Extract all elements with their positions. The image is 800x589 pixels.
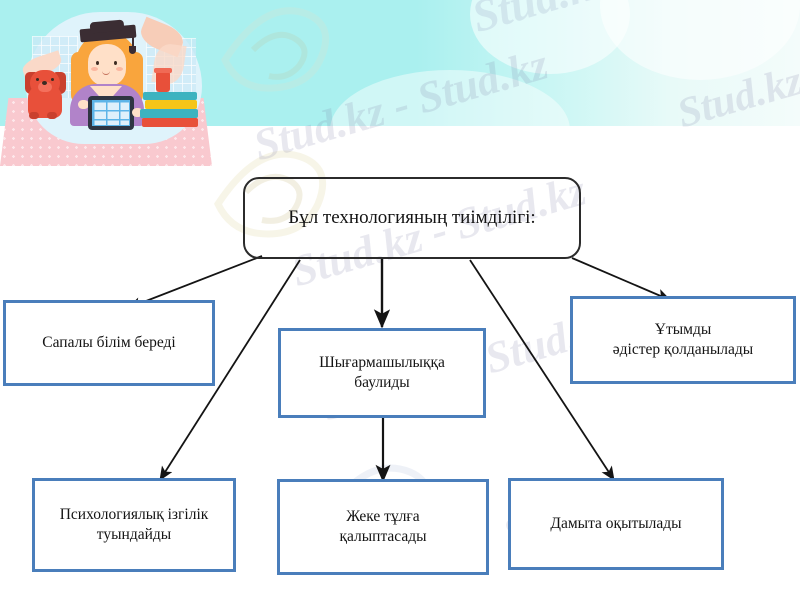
girl-smile — [102, 70, 110, 75]
tablet-screen — [92, 100, 130, 126]
node-label-line2: баулиды — [354, 374, 410, 391]
girl-eye-left — [96, 61, 99, 65]
node-label-line1: Жеке тұлға — [346, 507, 420, 525]
node-label: Сапалы білім береді — [42, 333, 176, 351]
diagram-title-label: Бұл технологияның тиімділігі: — [288, 207, 536, 229]
node-label: Дамыта оқытылады — [550, 514, 682, 532]
header-banner — [0, 0, 800, 126]
diagram-node-sapaly-bilim[interactable]: Сапалы білім береді — [3, 300, 215, 386]
dog-paw-left — [29, 112, 39, 119]
node-label: Шығармашылыққа баулиды — [311, 353, 453, 394]
node-label-line2: әдістер қолданылады — [612, 341, 754, 358]
node-label-line2: туындайды — [96, 526, 172, 543]
diagram-node-psihologiyalyk[interactable]: Психологиялық ізгілік туындайды — [32, 478, 236, 572]
edge-root-node3 — [571, 257, 671, 301]
student-illustration — [14, 8, 214, 166]
graduation-cap-tassel-end — [129, 46, 136, 54]
node-label: Ұтымды әдістер қолданылады — [605, 320, 761, 361]
book-4 — [143, 92, 197, 100]
node-label: Психологиялық ізгілік туындайды — [52, 505, 217, 546]
graduation-cap-tassel — [132, 32, 134, 48]
dog-eye-right — [51, 78, 54, 81]
node-label-line1: Шығармашылыққа — [319, 353, 445, 371]
dog-eye-left — [36, 78, 39, 81]
girl-eye-right — [114, 61, 117, 65]
node-label-line1: Ұтымды — [654, 320, 712, 338]
diagram-node-utymdy-adister[interactable]: Ұтымды әдістер қолданылады — [570, 296, 796, 384]
girl-hand-left — [78, 100, 89, 109]
book-3 — [145, 100, 197, 109]
book-2 — [140, 109, 198, 118]
girl-hand-right — [132, 108, 143, 117]
coffee-cup — [156, 72, 170, 92]
node-label-line1: Психологиялық ізгілік — [59, 505, 209, 523]
girl-cheek-left — [91, 67, 98, 71]
dog-paw-right — [47, 112, 57, 119]
node-label: Жеке тұлға қалыптасады — [331, 507, 434, 548]
node-label-line2: қалыптасады — [339, 528, 427, 545]
diagram-node-zheke-tulga[interactable]: Жеке тұлға қалыптасады — [277, 479, 489, 575]
coffee-cup-lid — [154, 68, 172, 73]
girl-face — [88, 44, 126, 86]
diagram-title-node[interactable]: Бұл технологияның тиімділігі: — [243, 177, 581, 259]
dog-snout — [38, 82, 52, 92]
girl-cheek-right — [116, 67, 123, 71]
book-1 — [142, 118, 198, 127]
dog-nose — [42, 81, 47, 85]
diagram-node-shygarmashylyk[interactable]: Шығармашылыққа баулиды — [278, 328, 486, 418]
diagram-node-damyta-okytylady[interactable]: Дамыта оқытылады — [508, 478, 724, 570]
